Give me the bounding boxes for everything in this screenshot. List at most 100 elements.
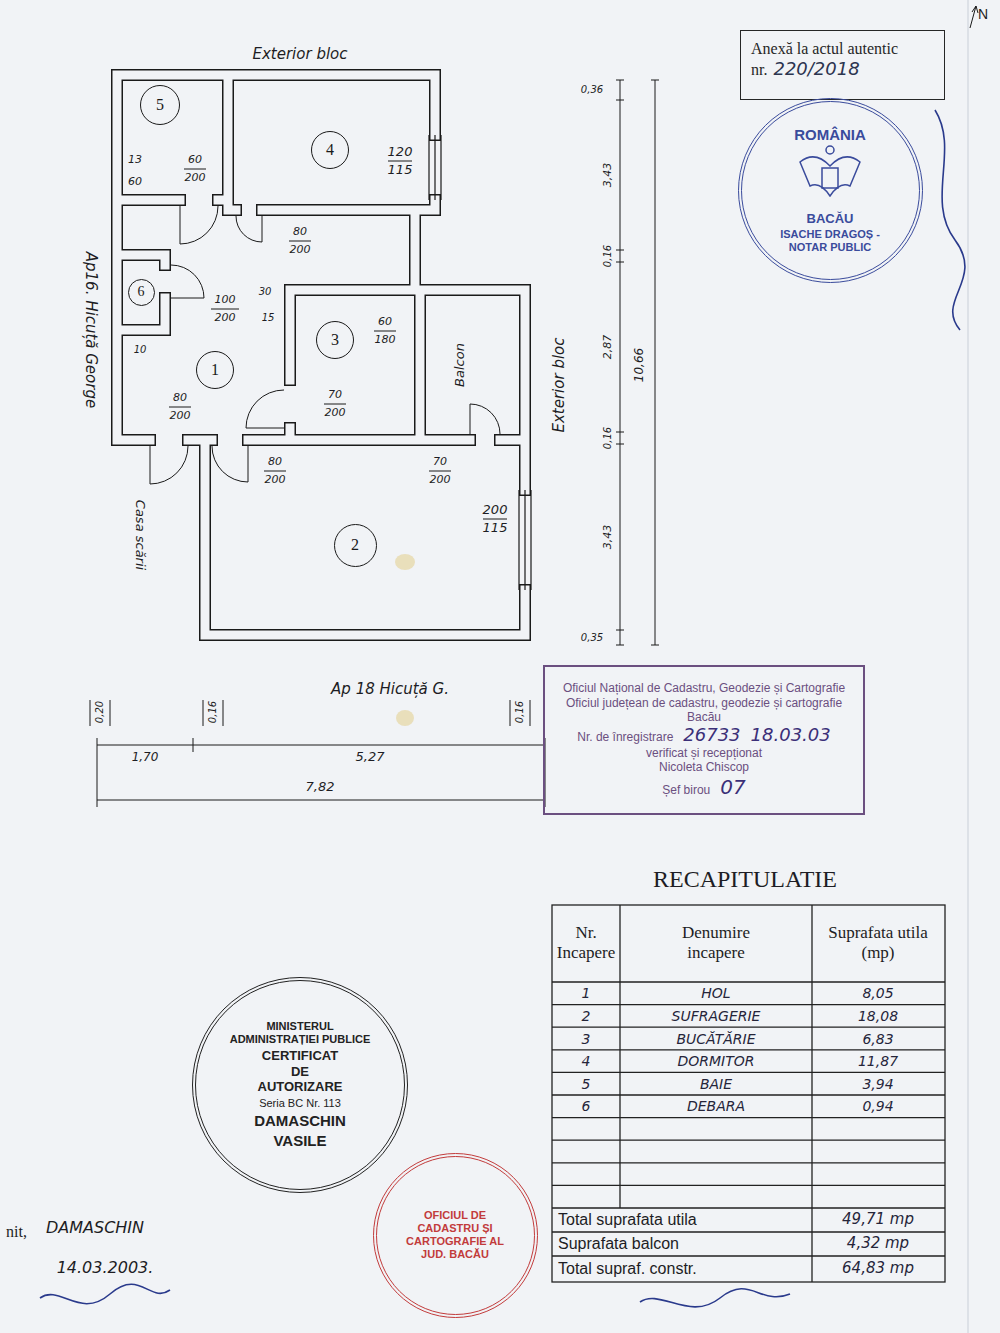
callout-number: 3 [331,330,339,349]
door-swings [150,206,500,484]
dimension-label: 5,27 [356,750,385,765]
registration-stamp: Oficiul Național de Cadastru, Geodezie ș… [543,665,865,815]
total-value: 49,71 mp [842,1211,914,1228]
room-callout: 5 [140,85,180,125]
door-size: 200 [430,474,451,487]
room-label: Balcon [453,343,468,387]
stamp-text: Oficiul Național de Cadastru, Geodezie ș… [553,681,855,695]
room-number: 5 [582,1076,591,1092]
dimension-label: 0,35 [581,632,603,644]
total-label: Total suprafata utila [558,1211,697,1229]
dimension-label: 2,87 [602,335,615,360]
room-area: 6,83 [862,1030,893,1046]
stamp-text-group: 3 [320,330,350,349]
room-area: 8,05 [862,985,893,1001]
callout-number: 6 [138,284,145,301]
room-name: SUFRAGERIE [672,1008,761,1024]
stamp-text: 18.03.03 [751,724,831,746]
room-number: 6 [582,1098,591,1114]
door-size: 200 [325,407,346,420]
window-size: 115 [483,521,508,536]
stamp-text-group: OFICIUL DE CADASTRU ȘI CARTOGRAFIE AL JU… [397,1209,513,1262]
dimension-label: 13 [128,154,142,167]
total-label: Total supraf. constr. [558,1260,697,1278]
room-callout: 6 [128,279,155,306]
table-title: RECAPITULATIE [653,866,837,894]
total-label: Suprafata balcon [558,1235,679,1253]
author-name: DAMASCHIN [46,1219,144,1237]
door-size: 70 [433,456,447,469]
stamp-text: Seria BC Nr. 113 [259,1097,341,1110]
table-header: Suprafata utila (mp) [814,923,942,962]
stain [396,710,414,726]
date-label: 14.03.2003. [57,1259,154,1277]
stamp-text: 26733 [683,724,740,746]
stamp-text: DAMASCHIN [254,1112,346,1130]
room-name: DEBARA [687,1098,745,1114]
annex-box: Anexă la actul autentic nr.220/2018 [740,30,945,100]
dimension-label: 10,66 [633,348,647,382]
door-size: 200 [170,410,191,423]
table-header: Nr. Incapere [553,923,619,962]
neighbour-label: Ap 18 Hicuță G. [331,681,449,698]
room-area: 11,87 [858,1053,898,1069]
cadastre-seal: OFICIUL DE CADASTRU ȘI CARTOGRAFIE AL JU… [373,1153,538,1318]
door-size: 80 [293,226,307,239]
neighbour-label: Exterior bloc [551,337,568,432]
room-callout: 3 [316,321,354,359]
door-size: 70 [328,389,342,402]
room-name: DORMITOR [677,1053,754,1069]
stamp-text: CERTIFICAT DE AUTORIZARE [253,1048,348,1095]
stamp-text-group: 1 [200,360,230,379]
stamp-text: Nr. de înregistrare [577,730,673,744]
room-callout: 1 [196,351,234,389]
neighbour-label: Casa scării [133,500,148,570]
room-area: 0,94 [862,1098,893,1114]
room-number: 1 [582,985,591,1001]
dimension-label: 3,43 [602,163,615,188]
room-number: 3 [582,1030,591,1046]
dimension-label: 0,16 [602,245,614,267]
room-name: BAIE [700,1076,732,1092]
stamp-text-group: 2 [338,535,372,554]
total-value: 64,83 mp [842,1260,914,1277]
room-callout: 4 [311,131,349,169]
dimension-label: 0,16 [207,701,219,723]
door-size: 80 [268,456,282,469]
dimension-label: 0,20 [94,701,106,723]
stamp-text-group: MINISTERUL ADMINISTRAȚIEI PUBLICECERTIFI… [224,1020,375,1150]
notary-stamp: ROMÂNIABACĂUISACHE DRAGOȘ - NOTAR PUBLIC [738,98,923,283]
door-size: 200 [215,312,236,325]
walls [117,75,525,635]
table-header: Denumire incapere [661,923,771,962]
room-area: 18,08 [858,1008,898,1024]
notary-emblem [800,146,860,196]
author-label: nit, [6,1223,27,1241]
callout-number: 2 [351,535,359,554]
dimension-label: 0,36 [581,84,603,96]
stamp-text: verificat și recepționat [553,746,855,760]
stamp-text: VASILE [273,1132,326,1150]
room-name: BUCĂTĂRIE [676,1030,755,1046]
room-name: HOL [701,985,730,1001]
window-size: 115 [388,163,413,178]
fraction-bars [169,161,507,519]
stamp-text: Șef birou [662,783,710,797]
window-size: 120 [388,145,413,160]
stamp-text: ISACHE DRAGOȘ - NOTAR PUBLIC [765,228,895,254]
door-size: 100 [215,294,236,307]
neighbour-label: Exterior bloc [252,46,347,63]
stamp-text: 220/2018 [773,58,859,79]
window-size: 180 [375,334,396,347]
callout-number: 4 [326,140,334,159]
door-size: 80 [173,392,187,405]
recap-table [552,905,945,1282]
paper-fold [967,0,969,1333]
stamp-text: MINISTERUL ADMINISTRAȚIEI PUBLICE [224,1020,375,1046]
dimension-label: 3,43 [602,525,615,550]
windows [429,135,531,590]
dimension-lines [90,6,978,807]
dimension-label: 30 [259,286,272,298]
door-size: 200 [265,474,286,487]
room-callout: 2 [334,524,377,567]
